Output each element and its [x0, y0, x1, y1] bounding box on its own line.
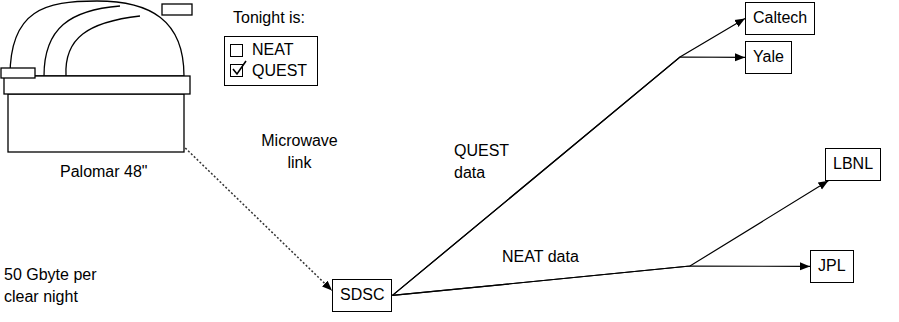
box-text: JPL [818, 256, 846, 277]
selector-heading: Tonight is: [233, 8, 318, 29]
telescope-name: Palomar 48" [60, 162, 148, 183]
night-selector: Tonight is: NEATQUEST [224, 8, 318, 86]
box-text: SDSC [340, 285, 384, 306]
checkbox-row: NEAT [230, 40, 307, 61]
option-text: NEAT [252, 40, 293, 61]
edge-label: Microwave link [250, 130, 349, 173]
data-flow-arrow [392, 266, 810, 295]
box-text: Yale [753, 47, 784, 68]
site-box: Caltech [745, 2, 815, 35]
data-flow-arrow [392, 18, 745, 295]
site-box: LBNL [825, 148, 881, 181]
site-box: Yale [745, 41, 792, 74]
option-text: QUEST [252, 61, 307, 82]
edge-label: NEAT data [500, 246, 581, 268]
checkbox-panel: NEATQUEST [224, 36, 318, 87]
checkbox-row: QUEST [230, 61, 307, 82]
site-box: JPL [810, 250, 854, 283]
checkbox [230, 64, 243, 77]
edge-label: QUEST data [452, 140, 520, 183]
telescope-dome: Palomar 48" [0, 0, 195, 185]
checkbox [230, 44, 243, 57]
check-mark [232, 60, 248, 76]
hub-box: SDSC [332, 279, 392, 312]
data-flow-arrow [392, 57, 745, 295]
box-text: LBNL [833, 154, 873, 175]
box-text: Caltech [753, 8, 807, 29]
telescope-illustration [0, 0, 195, 155]
note-text: 50 Gbyte per clear night [4, 264, 116, 307]
data-flow-arrow [392, 181, 828, 296]
